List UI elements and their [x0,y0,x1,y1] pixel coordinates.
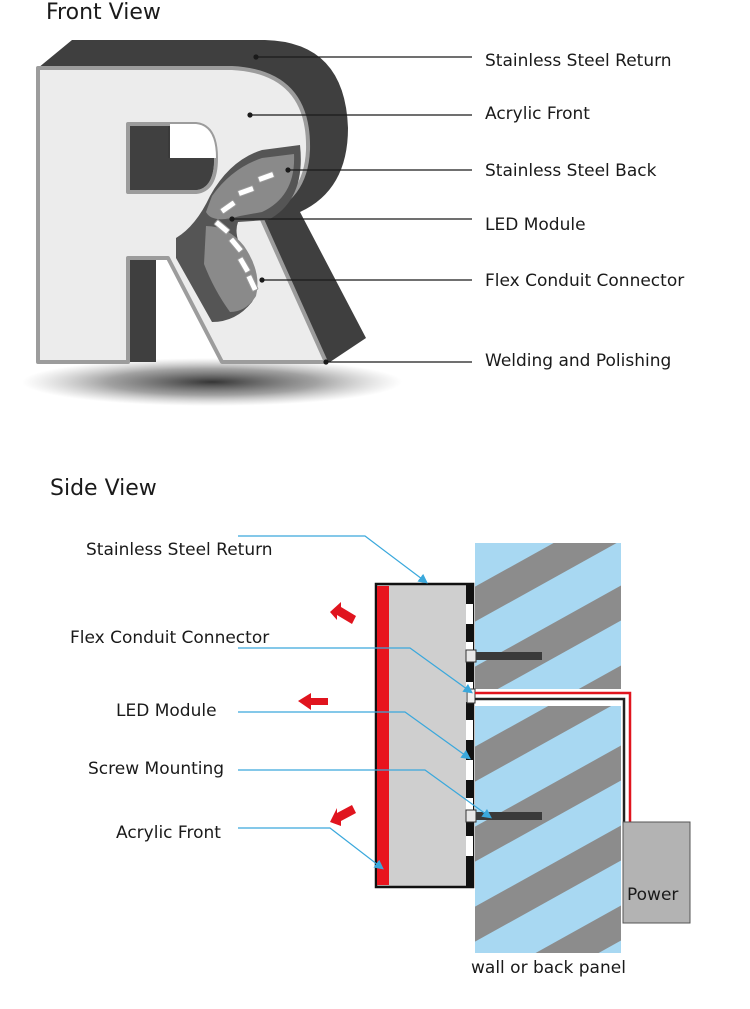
wire-red [475,691,632,822]
front-labels: Stainless Steel Return Acrylic Front Sta… [485,51,684,371]
light-arrow-upper [330,602,356,624]
led-module-1 [257,171,275,183]
letter-r-illustration [36,40,366,364]
front-label-flex-conduit: Flex Conduit Connector [485,271,684,291]
side-view-title: Side View [50,476,157,501]
flex-conduit-connector [466,688,476,704]
light-arrows [298,602,356,826]
back-plate [466,584,473,887]
front-label-welding: Welding and Polishing [485,351,671,371]
led-module-6 [237,256,251,274]
side-leader-flex-conduit [238,647,473,694]
led-module-4 [213,219,231,235]
stainless-steel-return-section [374,582,475,889]
power-wires [475,691,632,822]
back-panel-lower [204,226,258,312]
side-label-return: Stainless Steel Return [86,540,273,560]
led-module-3 [219,199,237,215]
side-leader-acrylic [238,827,384,870]
side-leader-led-module [238,711,471,760]
screw-head-2 [465,809,477,823]
sign-section [374,582,542,889]
led-module-7 [245,274,259,292]
front-leaders [229,54,472,365]
side-labels: Stainless Steel Return Flex Conduit Conn… [70,540,273,843]
led-modules [213,171,275,292]
screw-head-1 [465,649,477,663]
wall-wire-channel [475,689,621,706]
screw-rod-2 [476,812,542,820]
power-label: Power [627,885,678,905]
front-label-return: Stainless Steel Return [485,51,672,71]
side-leaders [238,535,492,870]
side-label-led-module: LED Module [116,701,217,721]
front-label-steel-back: Stainless Steel Back [485,161,657,181]
front-view-title: Front View [46,0,161,25]
wall-label: wall or back panel [471,958,626,978]
side-leader-return [238,535,428,584]
front-label-acrylic-front: Acrylic Front [485,104,590,124]
front-label-led-module: LED Module [485,215,586,235]
acrylic-front-red [377,586,389,885]
side-leader-screw [238,769,492,819]
bowl-inner-shadow [130,126,214,190]
screw-rod-1 [476,652,542,660]
power-supply-box [622,821,691,924]
led-module-5 [228,236,244,254]
side-label-screw: Screw Mounting [88,759,224,779]
light-arrow-middle [298,693,328,710]
side-label-acrylic-front: Acrylic Front [116,823,221,843]
side-label-flex-conduit: Flex Conduit Connector [70,628,269,648]
bowl-highlight [128,124,216,158]
letter-shadow [22,358,402,406]
wall-back-panel [475,543,621,953]
wire-black [475,697,626,822]
light-arrow-lower [330,805,356,826]
led-module-2 [237,185,255,197]
